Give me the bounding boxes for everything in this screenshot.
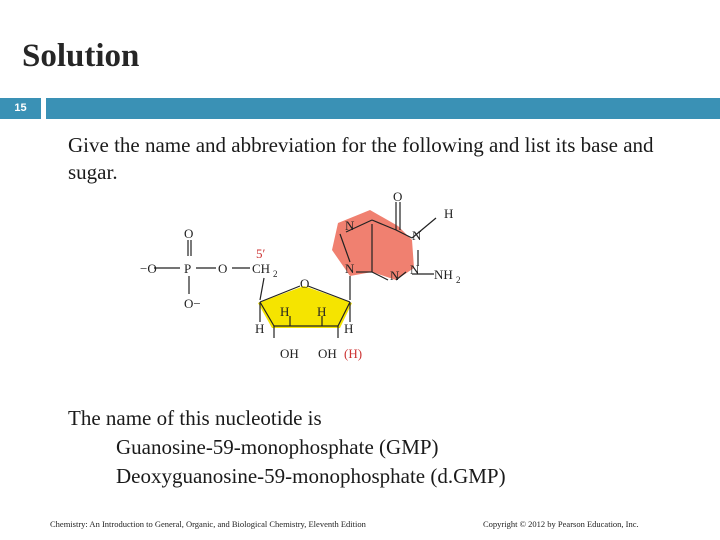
bonds: [154, 202, 437, 338]
phosphate-o-top: O: [184, 226, 193, 241]
slide-title: Solution: [22, 38, 140, 74]
answer-block: The name of this nucleotide is Guanosine…: [68, 404, 688, 491]
sugar-oh-left: OH: [280, 346, 299, 361]
base-h: H: [444, 206, 453, 221]
title-bar: [46, 98, 720, 119]
sugar-ring-oxygen: O: [300, 276, 309, 291]
question-text: Give the name and abbreviation for the f…: [68, 133, 654, 184]
sugar-h-inner-right: H: [317, 304, 326, 319]
ch2-subscript: 2: [273, 269, 278, 279]
answer-intro: The name of this nucleotide is: [68, 406, 322, 430]
sugar-ring-shading: [258, 286, 352, 328]
phosphate-o-left: −O: [140, 261, 157, 276]
carbon-5-prime-label: 5′: [256, 246, 266, 261]
base-n-7: N: [345, 218, 355, 233]
deoxy-h-alt: (H): [344, 346, 362, 361]
phosphate-p: P: [184, 261, 191, 276]
base-n-2: N: [410, 262, 420, 277]
base-nh2: NH: [434, 267, 453, 282]
base-n-1: N: [412, 228, 422, 243]
phosphate-o-right: O: [218, 261, 227, 276]
base-nh2-subscript: 2: [456, 275, 461, 285]
base-n-9: N: [345, 261, 355, 276]
answer-line-dgmp: Deoxyguanosine-59-monophosphate (d.GMP): [116, 464, 506, 488]
nucleotide-structure: O −O P O O− 5′ CH 2 O H H H H OH OH (H) …: [140, 189, 461, 361]
sugar-oh-right: OH: [318, 346, 337, 361]
sugar-h-inner-left: H: [280, 304, 289, 319]
slide-number: 15: [0, 98, 41, 119]
footer-book-title: Chemistry: An Introduction to General, O…: [50, 519, 366, 529]
ch2-label: CH: [252, 261, 270, 276]
base-ring-shading: [332, 210, 414, 280]
phosphate-o-bottom: O−: [184, 296, 201, 311]
answer-line-gmp: Guanosine-59-monophosphate (GMP): [116, 435, 439, 459]
base-oxygen: O: [393, 189, 402, 204]
sugar-h-right: H: [344, 321, 353, 336]
footer-copyright: Copyright © 2012 by Pearson Education, I…: [483, 519, 639, 529]
base-n-3: N: [390, 268, 400, 283]
sugar-h-left: H: [255, 321, 264, 336]
